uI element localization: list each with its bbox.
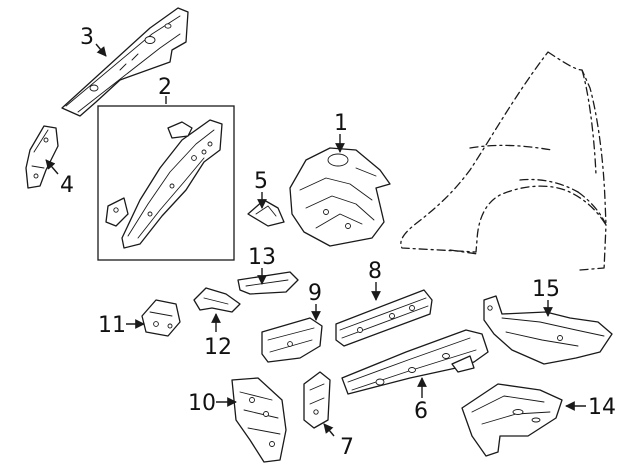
part-6-frame-rail — [341, 329, 489, 395]
callout-9: 9 — [308, 281, 322, 306]
part-4-bracket — [25, 125, 59, 189]
part-1-wheelhouse — [289, 147, 391, 247]
part-10-panel — [231, 377, 287, 463]
callout-8: 8 — [368, 259, 382, 284]
callout-6: 6 — [414, 399, 428, 424]
part-12-bracket — [193, 287, 241, 313]
callout-1: 1 — [334, 111, 348, 136]
part-5-gusset — [247, 199, 285, 227]
callout-10: 10 — [188, 391, 216, 416]
callout-15: 15 — [532, 277, 560, 302]
part-7-bracket — [303, 371, 331, 429]
callout-14: 14 — [588, 395, 616, 420]
part-2-frame — [97, 105, 235, 261]
part-3-upper-rail — [61, 7, 189, 117]
callout-12: 12 — [204, 335, 232, 360]
callout-11: 11 — [98, 313, 126, 338]
part-14-splash-shield — [461, 383, 563, 457]
part-15-extension — [483, 295, 613, 365]
part-9-reinforcement — [261, 317, 323, 363]
part-8-side-member — [335, 289, 433, 347]
part-13-plate — [237, 271, 299, 295]
callout-13: 13 — [248, 245, 276, 270]
callout-7: 7 — [340, 435, 354, 460]
part-11-bracket — [141, 299, 181, 337]
callout-5: 5 — [254, 169, 268, 194]
callout-3: 3 — [80, 25, 94, 50]
fender-outline — [400, 51, 607, 271]
leader-lines — [45, 43, 586, 437]
part-2-apron-rail — [105, 119, 223, 249]
callout-2: 2 — [158, 75, 172, 100]
callouts: 1 2 3 4 5 6 7 8 9 10 11 12 13 14 15 — [60, 25, 616, 460]
callout-4: 4 — [60, 173, 74, 198]
